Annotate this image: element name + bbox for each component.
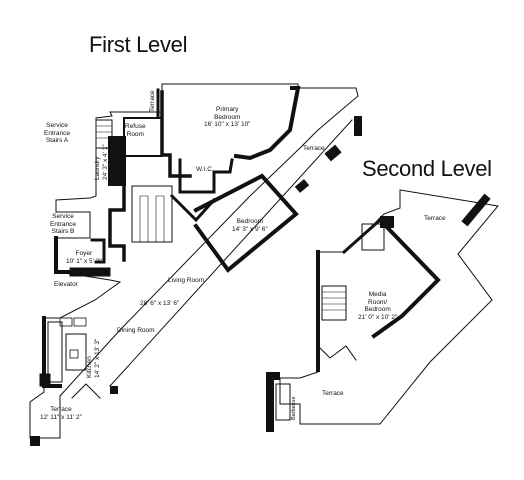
media-room-line-1: Media (368, 291, 387, 298)
second-level-plan (266, 189, 499, 432)
refuse-room-line-1: Refuse (125, 123, 146, 130)
media-room-wall-right (371, 217, 441, 339)
laundry-dimensions: 24' 3" x 4' 1" (101, 144, 109, 180)
bathroom-second (361, 223, 385, 251)
bath-wall (169, 193, 217, 223)
refuse-room-label: Refuse Room (125, 123, 146, 138)
terrace-door (71, 383, 101, 399)
central-stair-treads (139, 195, 165, 243)
barbecue-wall (266, 380, 274, 432)
laundry-label: Laundry 24' 3" x 4' 1" (94, 144, 109, 180)
service-stairs-a-line-3: Stairs A (45, 137, 69, 144)
living-room-label: Living Room (168, 277, 205, 284)
laundry-name: Laundry (94, 156, 101, 181)
first-level-title: First Level (89, 32, 188, 57)
second-stair (321, 285, 347, 321)
kitchen-label: Kitchen 14' 2" x 13' 3" (86, 339, 101, 378)
service-stairs-b-line-1: Service (52, 213, 74, 220)
service-stairs-a-label: Service Entrance Stairs A (44, 122, 70, 145)
foyer-dimensions: 10' 1" x 5' 3" (66, 257, 102, 265)
column (354, 116, 362, 136)
foyer-wall (54, 236, 74, 274)
hall-wall (108, 184, 126, 262)
terrace-bottom-label: Terrace 12' 11" x 11' 2" (40, 406, 82, 421)
terrace-bottom-dimensions: 12' 11" x 11' 2" (40, 413, 82, 421)
appliance-icon (59, 317, 73, 327)
barbecue-grill (275, 383, 291, 421)
media-room-line-3: Bedroom (364, 306, 391, 313)
bedroom-wall (193, 173, 299, 273)
first-level-plan (29, 83, 362, 446)
barbecue-label: Barbecue (291, 396, 297, 420)
refuse-room-line-2: Room (126, 130, 144, 138)
appliance-icon (73, 317, 87, 327)
media-room-label: Media Room/ Bedroom 21' 0" x 10' 2" (358, 291, 397, 321)
central-stair (131, 185, 173, 243)
primary-bedroom-wall-right (233, 86, 301, 161)
foyer-name: Foyer (75, 250, 93, 257)
kitchen-dimensions: 14' 2" x 13' 3" (93, 338, 101, 378)
second-stair-treads (321, 291, 347, 311)
elevator-label: Elevator (54, 281, 78, 288)
terrace-second-top-label: Terrace (424, 215, 446, 222)
service-stairs-b-label: Service Entrance Stairs B (50, 213, 76, 236)
column (110, 386, 118, 394)
media-room-dimensions: 21' 0" x 10' 2" (358, 313, 398, 321)
wic-label: W.I.C. (196, 166, 214, 173)
terrace-first-right-label: Terrace (303, 145, 325, 152)
terrace-bottom-name: Terrace (50, 406, 72, 413)
sink-icon (69, 349, 79, 359)
media-room-line-2: Room/ (368, 298, 388, 306)
living-room-dimensions: 28' 6" x 13' 6" (140, 300, 180, 307)
bedroom-dimensions: 14' 3" x 9' 6" (232, 225, 268, 233)
second-door (317, 345, 357, 361)
column (266, 372, 280, 380)
service-stairs-a-line-2: Entrance (44, 129, 71, 137)
service-stairs-a-line-1: Service (46, 122, 68, 129)
column (294, 179, 310, 193)
dining-room-label: Dining Room (117, 327, 155, 334)
primary-bedroom-name-2: Bedroom (214, 113, 241, 121)
kitchen-island (65, 333, 87, 371)
kitchen-counter (47, 321, 63, 383)
terrace-small-label: Terrace (149, 90, 156, 112)
column (380, 216, 394, 228)
service-stairs-b-line-2: Entrance (50, 220, 77, 228)
laundry-wall (108, 136, 126, 186)
window-wall (109, 119, 353, 387)
terrace-second-bottom-label: Terrace (322, 390, 344, 397)
second-level-title: Second Level (362, 156, 492, 181)
primary-bedroom-dimensions: 16' 10" x 13' 10" (204, 121, 251, 128)
kitchen-corner (39, 373, 51, 387)
service-stairs-b-line-3: Stairs B (51, 228, 75, 235)
wic-wall (178, 158, 234, 194)
primary-bedroom-name-1: Primary (216, 106, 239, 113)
primary-bedroom-wall (160, 90, 192, 178)
exterior-outline (29, 83, 359, 439)
foyer-label: Foyer 10' 1" x 5' 3" (66, 250, 102, 265)
stair-a (95, 119, 113, 149)
column (30, 436, 40, 446)
kitchen-name: Kitchen (86, 356, 93, 378)
column (461, 193, 491, 227)
foyer-wall-right (90, 238, 106, 264)
column (324, 144, 342, 162)
elevator-block (69, 267, 111, 277)
primary-bedroom-label: Primary Bedroom 16' 10" x 13' 10" (204, 106, 251, 129)
bedroom-name: Bedroom (236, 218, 264, 225)
bedroom-label: Bedroom 14' 3" x 9' 6" (232, 218, 268, 233)
